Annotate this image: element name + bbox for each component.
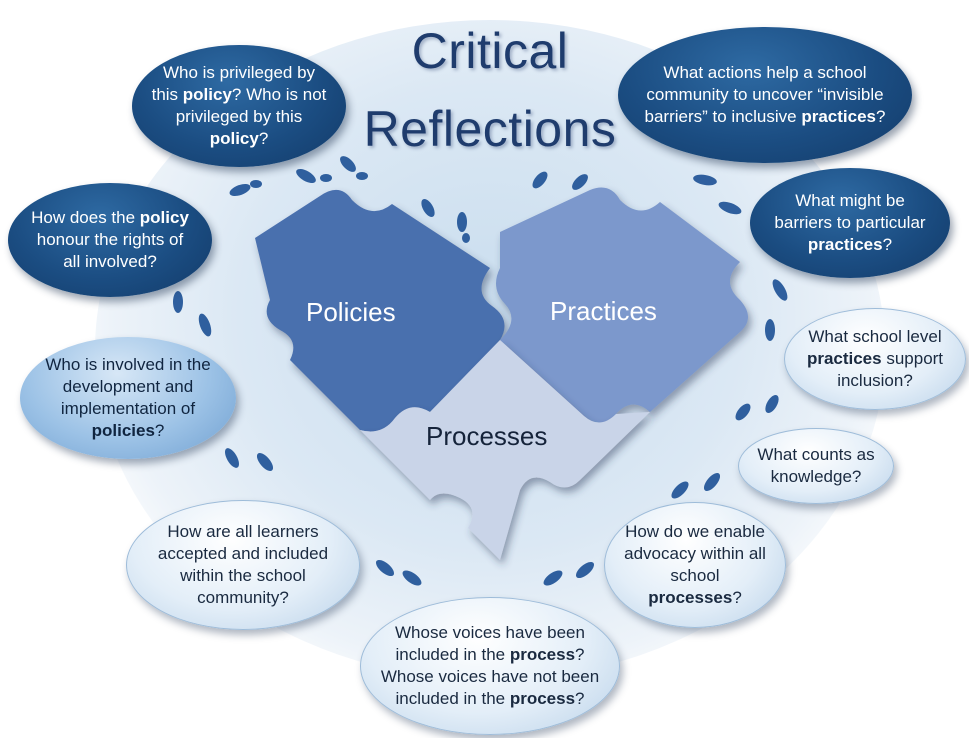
bubble-text: Who is privileged by this policy? Who is… [150,62,328,150]
policies-puzzle-piece [255,189,505,432]
practices-label: Practices [550,296,657,326]
bubble-text-run: Who is privileged by this [151,63,316,104]
bubble-policy-development: Who is involved in the development and i… [20,337,236,459]
bubble-keyword: practices [806,349,882,368]
bubble-text-run: ? [258,129,269,148]
footprint [225,448,239,468]
bubble-text-run: ? Who is not privileged by this [175,85,327,126]
bubble-text: How does the policy honour the rights of… [26,207,194,273]
footprint [765,394,779,414]
bubble-keyword: policies [91,421,155,440]
bubble-text-run: What actions help a school community to … [644,63,884,126]
footprint [693,174,717,186]
bubble-text-run: How are all learners accepted and includ… [157,522,329,607]
footprint [173,291,183,313]
bubble-keyword: policy [209,129,259,148]
footprint [340,156,356,172]
bubble-text: Who is involved in the development and i… [38,354,218,442]
bubble-voices-process: Whose voices have been included in the p… [360,597,620,735]
bubble-text-run: Whose voices have been included in the [395,623,585,664]
bubble-practice-barriers: What might be barriers to particular pra… [750,168,950,278]
bubble-text-run: ? [876,107,886,126]
footprint [735,403,751,421]
bubble-text-run: What counts as knowledge? [757,445,875,486]
footprints-icon [173,156,788,586]
bubble-text: Whose voices have been included in the p… [379,622,601,710]
bubble-text-run: Who is involved in the development and i… [45,355,211,418]
footprint [250,180,262,188]
footprint [772,279,788,301]
footprint [375,559,395,577]
bubble-keyword: practices [807,235,883,254]
bubble-text: What actions help a school community to … [636,62,894,128]
bubble-keyword: process [509,689,576,708]
footprint [356,172,368,180]
footprint [575,561,595,579]
bubble-text: What might be barriers to particular pra… [768,190,932,256]
bubble-text-run: ? [154,421,165,440]
bubble-keyword: practices [801,107,877,126]
bubble-text-run: honour the rights of all involved? [36,230,184,271]
footprint [462,233,470,243]
bubble-keyword: policy [139,208,189,227]
bubble-text: What counts as knowledge? [757,444,875,488]
bubble-text-run: ? [882,235,893,254]
bubble-text: What school level practices support incl… [803,326,947,392]
bubble-counts-knowledge: What counts as knowledge? [738,428,894,504]
footprint [671,481,689,499]
bubble-text-run: How does the [31,208,140,227]
footprint [457,212,467,232]
bubble-text-run: support inclusion? [837,349,944,390]
title-line-1: Critical [411,23,569,79]
bubble-privileged-policy: Who is privileged by this policy? Who is… [132,45,346,167]
title-line-2: Reflections [363,101,617,157]
bubble-text-run: ? [732,588,742,607]
bubble-text-run: ? [575,689,585,708]
footprint [572,174,588,190]
bubble-text-run: How do we enable advocacy within all sch… [624,522,766,585]
footprint [198,313,212,337]
practices-puzzle-piece [496,187,748,423]
footprint [256,452,274,472]
bubble-text-run: What might be barriers to particular [774,191,926,232]
bubble-school-practices: What school level practices support incl… [784,308,966,410]
footprint [296,169,316,183]
footprint [765,319,775,341]
footprint [421,198,435,218]
bubble-keyword: policy [182,85,232,104]
processes-label: Processes [426,421,548,451]
processes-puzzle-piece [360,340,650,560]
bubble-text-run: ? Whose voices have not been included in… [380,645,600,708]
bubble-keyword: process [509,645,576,664]
footprint [532,171,548,189]
footprint [718,201,742,215]
footprint [543,570,563,586]
bubble-policy-rights: How does the policy honour the rights of… [8,183,212,297]
bubble-advocacy-processes: How do we enable advocacy within all sch… [604,502,786,628]
bubble-text: How are all learners accepted and includ… [145,521,341,609]
footprint [402,570,422,586]
bubble-invisible-barriers: What actions help a school community to … [618,27,912,163]
footprint [320,174,332,182]
footprint [703,472,721,492]
policies-label: Policies [306,297,396,327]
footprint [229,183,251,197]
bubble-learners-accepted: How are all learners accepted and includ… [126,500,360,630]
bubble-text-run: What school level [808,327,942,346]
bubble-keyword: processes [648,588,733,607]
bubble-text: How do we enable advocacy within all sch… [623,521,767,609]
